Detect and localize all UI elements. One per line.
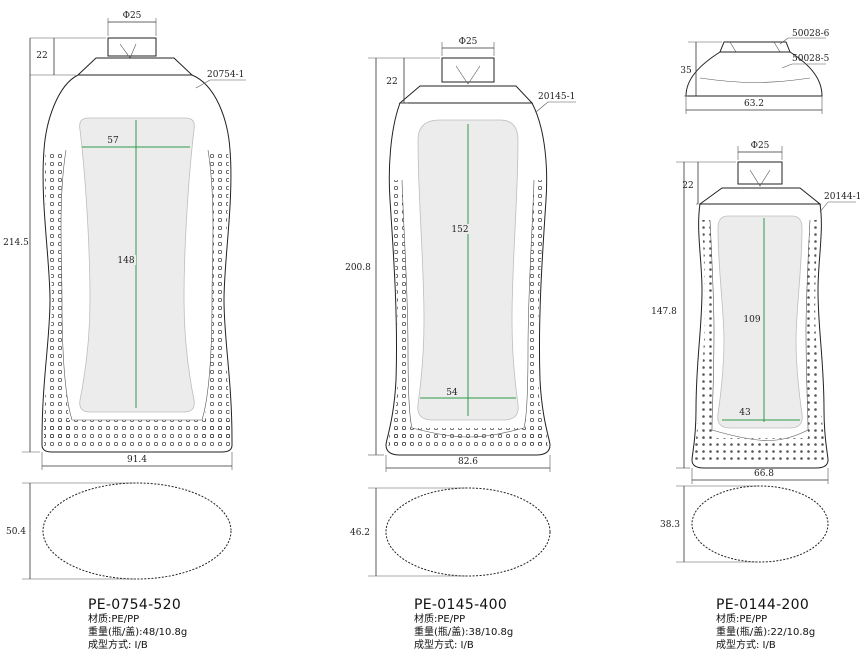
bottle-3-shoulder xyxy=(698,187,822,205)
bottle-2-part-leader xyxy=(535,101,576,113)
bottle-2-depth-text: 46.2 xyxy=(350,528,370,538)
bottle-1-top-view: 50.4 xyxy=(6,482,232,580)
bottle-1-part-leader xyxy=(195,79,246,89)
bottle-2-neck xyxy=(441,57,495,83)
bottle-3-caption: PE-0144-200 材质:PE/PP 重量(瓶/盖):22/10.8g 成型… xyxy=(716,597,815,652)
bottle-1-grip-texture-bottom xyxy=(44,420,230,446)
bottle-1-top-outline xyxy=(42,482,232,580)
bottle-1-height-text: 214.5 xyxy=(3,238,29,248)
bottle-2-top-view: 46.2 xyxy=(350,487,551,577)
bottle-3-neck-tab xyxy=(749,169,771,187)
bottle-1-weight: 重量(瓶/盖):48/10.8g xyxy=(88,627,188,638)
bottle-3-top-view: 38.3 xyxy=(660,485,829,563)
bottle-2-top-outline xyxy=(385,487,551,577)
bottle-1-label-height-bg xyxy=(116,255,136,265)
bottle-3-weight: 重量(瓶/盖):22/10.8g xyxy=(716,627,816,638)
bottle-2-part-number: 20145-1 xyxy=(538,92,575,102)
cap-top-ring xyxy=(719,41,791,53)
bottle-2-inner-outline xyxy=(401,179,535,438)
bottle-3-inner-outline xyxy=(709,219,811,441)
bottle-2-label-height-bg xyxy=(450,224,470,234)
bottle-1-grip-texture-left xyxy=(44,150,72,440)
bottle-3-cap-height-text: 22 xyxy=(682,181,693,191)
bottle-1-label-width-bg xyxy=(105,134,121,144)
cap-height-text: 35 xyxy=(680,66,692,76)
bottle-1-label-width-text: 57 xyxy=(107,136,119,146)
cap-detail-view: 50028-6 50028-5 35 63.2 xyxy=(680,29,830,114)
bottle-1-label-panel xyxy=(79,117,195,413)
bottle-1-cap-height-text: 22 xyxy=(36,51,47,61)
bottle-1-molding: 成型方式: I/B xyxy=(88,640,148,651)
bottle-2-shoulder xyxy=(398,85,534,104)
bottle-2-label-height-text: 152 xyxy=(451,225,468,235)
bottle-2-label-width-bg xyxy=(444,386,460,396)
bottle-3-part-number: 20144-1 xyxy=(824,192,860,202)
bottle-1-neck xyxy=(107,37,157,57)
bottle-3-molding: 成型方式: I/B xyxy=(716,640,776,651)
bottle-3-neck xyxy=(737,161,783,185)
cap-top-notches xyxy=(729,41,781,53)
bottle-1-model-number: PE-0754-520 xyxy=(88,597,182,613)
bottle-1-neck-text: Φ25 xyxy=(123,11,142,21)
cap-bottom-leader xyxy=(781,63,826,69)
bottle-1-material: 材质:PE/PP xyxy=(88,614,140,625)
bottle-2-front-view: 152 54 Φ25 22 200.8 82.6 20145-1 xyxy=(345,37,576,472)
bottle-3-height-text: 147.8 xyxy=(651,307,677,317)
bottle-3-grip-texture-right xyxy=(806,220,824,440)
bottle-3-label-height-text: 109 xyxy=(743,315,760,325)
bottle-3-top-outline xyxy=(691,485,829,563)
bottle-2-molding: 成型方式: I/B xyxy=(414,640,474,651)
bottle-2-label-width-text: 54 xyxy=(446,388,458,398)
bottle-3-material: 材质:PE/PP xyxy=(716,614,768,625)
bottle-2-cap-height-text: 22 xyxy=(386,77,397,87)
bottle-3-model-number: PE-0144-200 xyxy=(716,597,810,613)
bottle-2-grip-texture-right xyxy=(524,180,548,445)
cap-top-part-number: 50028-6 xyxy=(792,29,830,39)
bottle-3-grip-texture-bottom xyxy=(692,438,828,464)
bottle-2-neck-tab xyxy=(455,65,481,85)
bottle-1-shoulder xyxy=(76,57,194,76)
bottle-2-width-text: 82.6 xyxy=(458,457,478,467)
bottle-3-label-width-text: 43 xyxy=(739,408,751,418)
bottle-2-grip-texture-left xyxy=(388,180,412,445)
bottle-3-front-view: 109 43 Φ25 22 147.8 66.8 20144-1 xyxy=(651,141,860,484)
cap-top-leader xyxy=(779,37,826,45)
bottle-2-neck-text: Φ25 xyxy=(459,37,478,47)
cap-dome-seam xyxy=(699,77,811,83)
bottle-2-grip-texture-bottom xyxy=(388,428,548,450)
cap-bottom-part-number: 50028-5 xyxy=(792,54,830,64)
bottle-2-height-text: 200.8 xyxy=(345,263,371,273)
bottle-1-grip-texture-right xyxy=(202,150,230,440)
cap-width-text: 63.2 xyxy=(744,99,764,109)
bottle-3-part-leader xyxy=(819,201,856,213)
bottle-2-material: 材质:PE/PP xyxy=(414,614,466,625)
bottle-2-caption: PE-0145-400 材质:PE/PP 重量(瓶/盖):38/10.8g 成型… xyxy=(414,597,513,652)
bottle-1-part-number: 20754-1 xyxy=(207,70,244,80)
bottle-1-caption: PE-0754-520 材质:PE/PP 重量(瓶/盖):48/10.8g 成型… xyxy=(88,597,187,652)
bottle-1-depth-text: 50.4 xyxy=(6,527,26,537)
bottle-3-depth-text: 38.3 xyxy=(660,520,680,530)
bottle-3-grip-texture-left xyxy=(696,220,714,440)
bottle-1-front-view: 57 148 Φ25 22 214.5 91.4 20754-1 xyxy=(3,11,246,470)
bottle-2-model-number: PE-0145-400 xyxy=(414,597,508,613)
bottle-3-label-width-bg xyxy=(737,406,753,416)
bottle-1-width-text: 91.4 xyxy=(127,455,147,465)
bottle-1-label-height-text: 148 xyxy=(117,256,134,266)
bottle-2-weight: 重量(瓶/盖):38/10.8g xyxy=(414,627,514,638)
bottle-3-neck-text: Φ25 xyxy=(751,141,770,151)
bottle-3-label-height-bg xyxy=(742,314,762,324)
bottle-3-width-text: 66.8 xyxy=(754,469,774,479)
bottle-1-inner-outline xyxy=(60,149,214,421)
